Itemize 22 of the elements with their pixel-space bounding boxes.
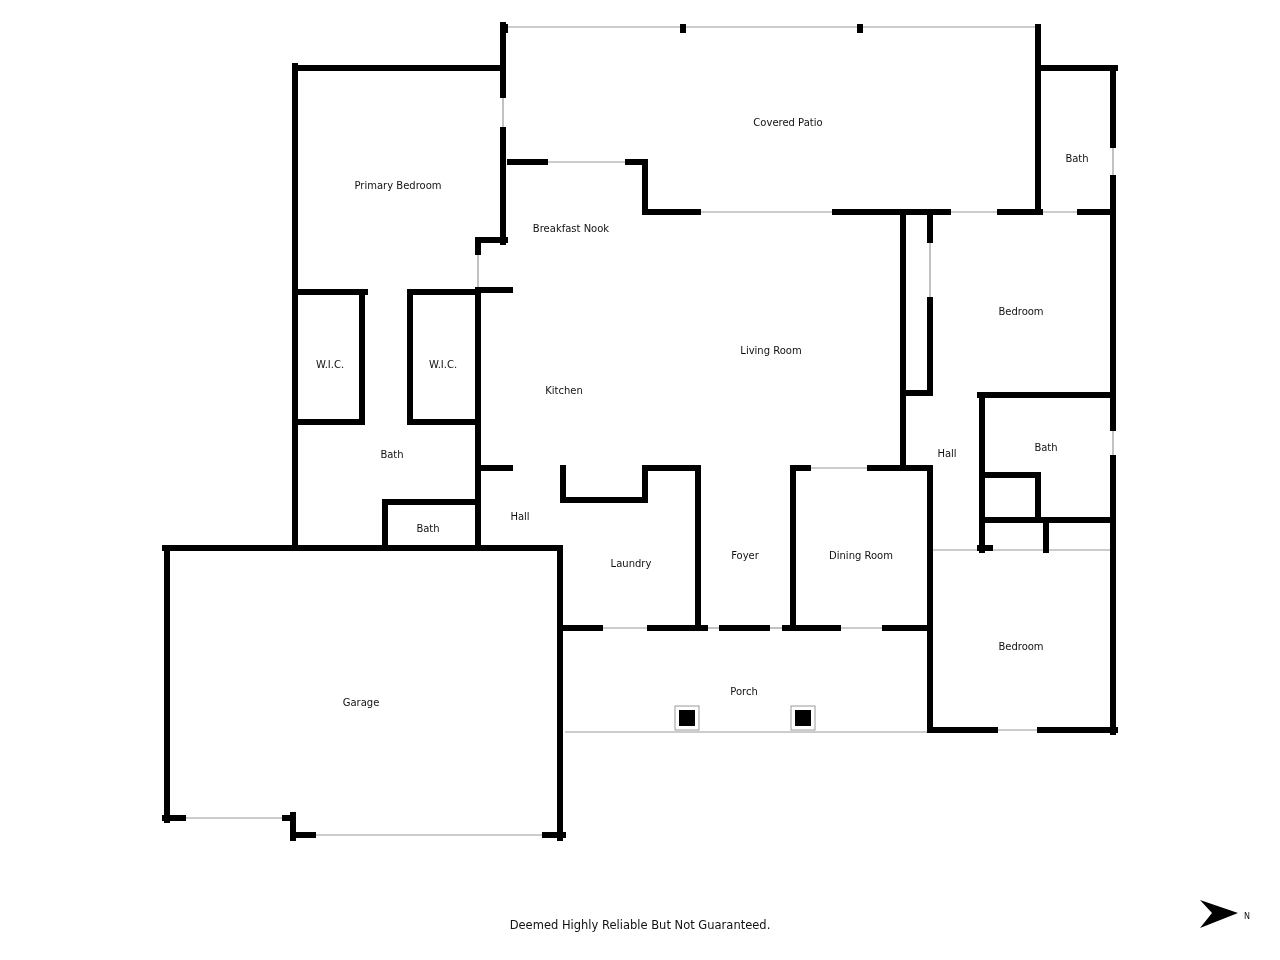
disclaimer-text: Deemed Highly Reliable But Not Guaranteed.	[508, 918, 772, 932]
room-label: Dining Room	[829, 549, 893, 561]
room-label: W.I.C.	[428, 358, 458, 370]
room-label: Bath	[1065, 152, 1089, 164]
room-label: Hall	[937, 447, 957, 459]
room-label: Breakfast Nook	[532, 222, 610, 234]
room-label: Kitchen	[545, 384, 583, 396]
compass-letter: N	[1244, 911, 1250, 921]
room-label: Bath	[416, 522, 440, 534]
room-label: Primary Bedroom	[354, 179, 442, 191]
room-label: Hall	[510, 510, 530, 522]
room-label: Bedroom	[998, 640, 1044, 652]
room-label: Porch	[730, 685, 758, 697]
room-label: Laundry	[610, 557, 652, 569]
room-label: Bath	[380, 448, 404, 460]
room-label: W.I.C.	[315, 358, 345, 370]
room-label: Garage	[342, 696, 380, 708]
room-label: Bath	[1034, 441, 1058, 453]
room-label: Living Room	[740, 344, 802, 356]
room-label: Bedroom	[998, 305, 1044, 317]
room-label: Foyer	[731, 549, 759, 561]
room-label: Covered Patio	[753, 116, 823, 128]
